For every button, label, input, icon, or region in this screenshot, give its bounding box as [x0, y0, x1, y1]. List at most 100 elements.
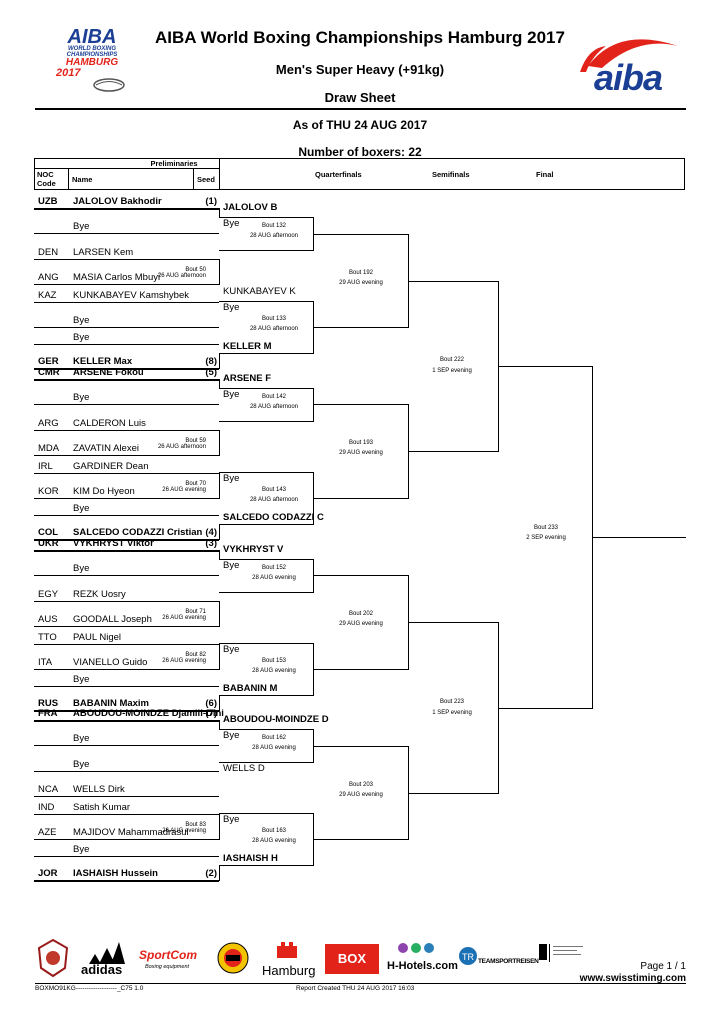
- entry-underline: [34, 208, 219, 210]
- entry-name: Bye: [73, 315, 90, 326]
- entry-name: KIM Do Hyeon: [73, 486, 135, 497]
- header-rule: [35, 108, 686, 110]
- entry-underline: [34, 302, 219, 303]
- entry-noc: MDA: [38, 443, 60, 454]
- entry-name: GOODALL Joseph: [73, 614, 152, 625]
- entry-noc: ARG: [38, 418, 59, 429]
- r32-bout-line: [219, 592, 313, 593]
- prelim-bout-label: Bout 59: [185, 438, 206, 444]
- entry-noc: JOR: [38, 868, 58, 879]
- entry-underline: [34, 550, 219, 552]
- header-divider: [34, 168, 219, 169]
- r32-below-name: SALCEDO CODAZZI C: [223, 512, 324, 523]
- qf-bout-time: 29 AUG evening: [339, 280, 383, 286]
- r32-bout-label: Bout 153: [261, 658, 287, 664]
- prelim-connector: [219, 601, 220, 627]
- prelim-bout-label: Bout 70: [185, 481, 206, 487]
- qf-bout-time: 29 AUG evening: [339, 450, 383, 456]
- final-bout-label: Bout 233: [533, 525, 559, 531]
- swoosh-icon: [580, 39, 678, 72]
- prelim-bout-label: Bout 50: [185, 267, 206, 273]
- entry-seed: (7): [205, 708, 217, 719]
- r32-bottom-name: Bye: [223, 644, 240, 655]
- entry-name: GARDINER Dean: [73, 461, 149, 472]
- entry-underline: [34, 233, 219, 234]
- entry-name: Bye: [73, 674, 90, 685]
- entry-noc: UZB: [38, 196, 58, 207]
- prelim-connector: [219, 644, 220, 670]
- seed-header: Seed: [197, 175, 215, 184]
- sf-bout-time: 1 SEP evening: [432, 710, 472, 716]
- r32-bout-line: [219, 472, 313, 473]
- logo-hamburg: HAMBURG: [65, 57, 119, 68]
- entry-seed: (4): [205, 527, 217, 538]
- entry-underline: [34, 455, 219, 456]
- entry-noc: CMR: [38, 367, 60, 378]
- entry-underline: [34, 626, 219, 627]
- r32-bout-label: Bout 133: [261, 316, 287, 322]
- r32-bout-line: [219, 421, 313, 422]
- sheet-title: Draw Sheet: [324, 90, 396, 105]
- entry-name: Bye: [73, 844, 90, 855]
- entry-name: ARSENE Fokou: [73, 367, 144, 378]
- entry-noc: IND: [38, 802, 55, 813]
- entry-underline: [34, 710, 219, 712]
- r32-bottom-name: Bye: [223, 730, 240, 741]
- prelim-bout-time: 26 AUG afternoon: [157, 273, 206, 279]
- header-divider: [219, 158, 220, 190]
- entry-name: Bye: [73, 733, 90, 744]
- sponsor-strip: adidas SportCom Boxing equipment Hamburg…: [35, 936, 595, 996]
- sponsor-h-hotels: H-Hotels.com: [387, 960, 458, 972]
- r32-connector: [313, 559, 314, 593]
- r32-bout-time: 28 AUG afternoon: [249, 326, 299, 332]
- entry-underline: [34, 796, 219, 797]
- entry-connector: [219, 865, 220, 881]
- entry-connector: [219, 720, 220, 730]
- tsr-logo-icon: TR: [459, 947, 477, 965]
- r32-top-name: KUNKABAYEV K: [223, 286, 296, 297]
- r32-top-name: ABOUDOU-MOINDZE D: [223, 714, 329, 725]
- r32-top-name: ARSENE F: [223, 373, 272, 384]
- prelim-bout-time: 26 AUG evening: [162, 615, 206, 621]
- aiba-logo: aiba: [578, 34, 690, 102]
- entry-noc: DEN: [38, 247, 59, 258]
- r32-bout-label: Bout 132: [261, 223, 287, 229]
- entry-name: KUNKABAYEV Kamshybek: [73, 290, 189, 301]
- entry-seed: (6): [205, 698, 217, 709]
- hamburg-castle-icon: [277, 942, 297, 958]
- entry-underline: [34, 284, 219, 285]
- sf-bout-time: 1 SEP evening: [432, 368, 472, 374]
- r32-bout-time: 28 AUG afternoon: [249, 497, 299, 503]
- r32-top-name: JALOLOV B: [223, 202, 278, 213]
- prelim-connector: [219, 259, 220, 285]
- entry-noc: KOR: [38, 486, 59, 497]
- footer-rule: [35, 983, 686, 984]
- prelim-connector: [219, 473, 220, 499]
- r32-below-name: KELLER M: [223, 341, 272, 352]
- entry-noc: AZE: [38, 827, 57, 838]
- entry-underline: [34, 379, 219, 381]
- report-created: Report Created THU 24 AUG 2017 16:03: [296, 985, 415, 992]
- prelim-bout-label: Bout 83: [185, 822, 206, 828]
- r32-bout-line: [219, 353, 313, 354]
- final-header: Final: [536, 170, 554, 179]
- qf-line: [313, 234, 408, 235]
- r32-bottom-name: Bye: [223, 218, 240, 229]
- r32-bout-label: Bout 162: [261, 735, 287, 741]
- sf-line: [408, 451, 498, 452]
- r32-bout-line: [219, 729, 313, 730]
- r32-bout-label: Bout 163: [261, 828, 287, 834]
- r32-bottom-name: Bye: [223, 814, 240, 825]
- entry-underline: [34, 771, 219, 772]
- page-number: Page 1 / 1: [640, 961, 686, 972]
- entry-noc: AUS: [38, 614, 58, 625]
- entry-name: JALOLOV Bakhodir: [73, 196, 162, 207]
- sf-line: [408, 793, 498, 794]
- glove-icon: [93, 78, 125, 92]
- entry-underline: [34, 259, 219, 260]
- qf-line: [313, 575, 408, 576]
- qf-line: [313, 746, 408, 747]
- entry-noc: COL: [38, 527, 59, 538]
- swisstiming-link[interactable]: www.swisstiming.com: [579, 973, 686, 984]
